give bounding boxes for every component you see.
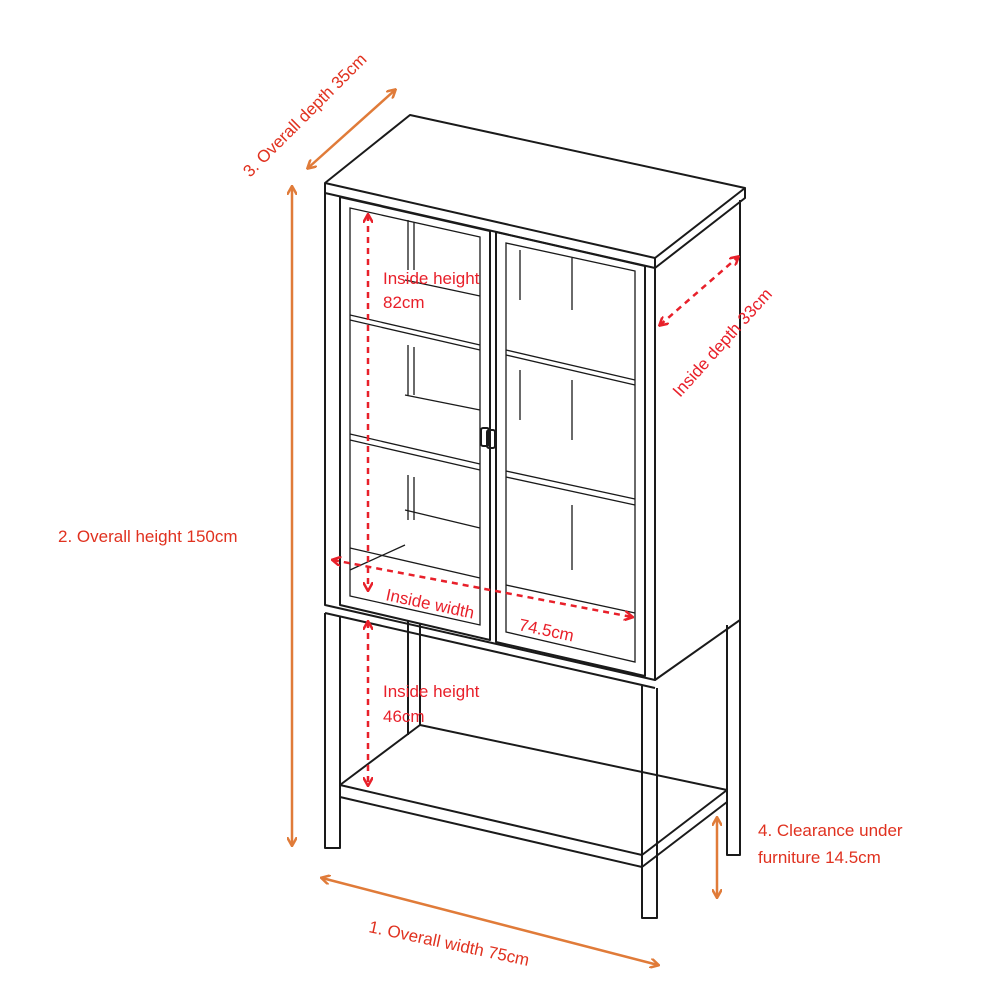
overall-depth-arrow [308,90,395,168]
overall-height-label: 2. Overall height 150cm [58,527,238,546]
inside-depth-arrow [660,257,738,325]
inside-height-top-value: 82cm [383,293,425,312]
clearance-label: 4. Clearance under [758,821,903,840]
clearance-value: furniture 14.5cm [758,848,881,867]
inside-height-bottom-value: 46cm [383,707,425,726]
inside-height-bottom-label: Inside height [383,682,480,701]
cabinet-drawing [324,114,746,919]
inside-width-arrow [333,560,632,617]
inside-height-top-label: Inside height [383,269,480,288]
inside-width-label: Inside width [384,585,476,622]
overall-width-arrow [322,878,658,965]
